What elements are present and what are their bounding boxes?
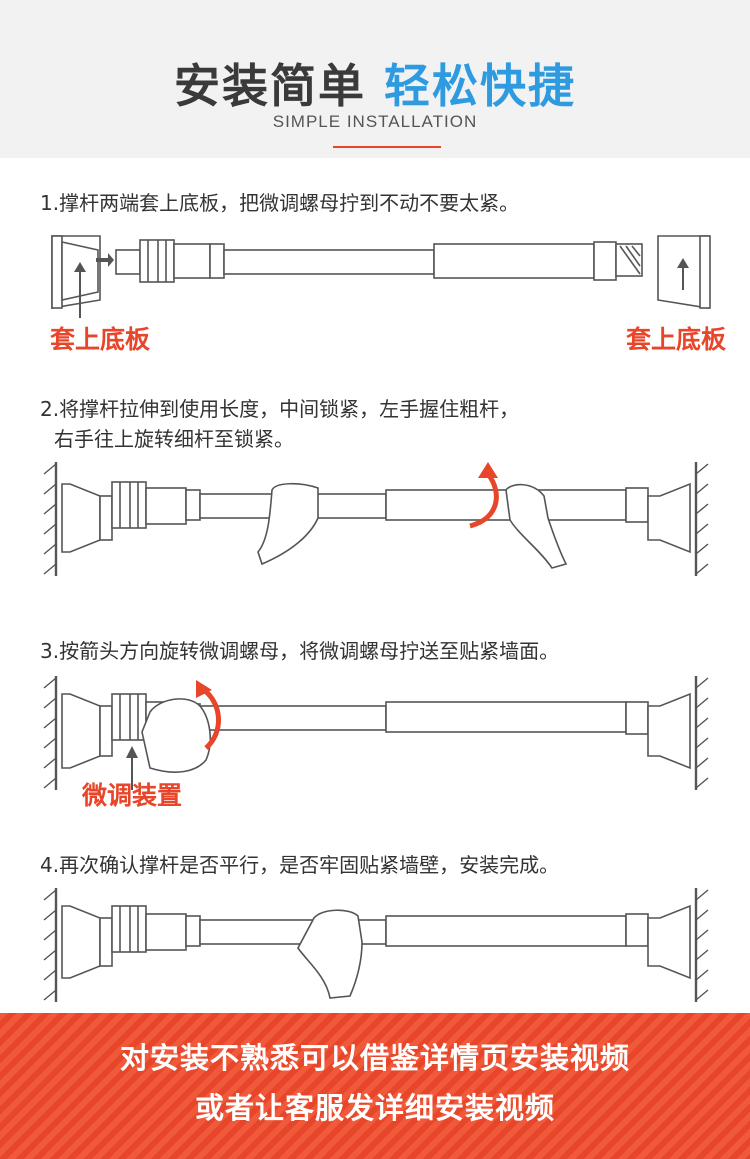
step-3-text: 3.按箭头方向旋转微调螺母，将微调螺母拧送至贴紧墙面。 xyxy=(40,636,559,666)
step-2-illustration xyxy=(43,462,709,576)
footer-line2: 或者让客服发详细安装视频 xyxy=(194,1091,555,1125)
right-base-plate xyxy=(647,904,691,980)
step-3-illustration xyxy=(43,676,709,790)
step-4-text: 4.再次确认撑杆是否平行，是否牢固贴紧墙壁，安装完成。 xyxy=(40,850,559,880)
page-title: 安装简单轻松快捷 xyxy=(0,50,750,116)
step-2-line1: 2.将撑杆拉伸到使用长度，中间锁紧，左手握住粗杆， xyxy=(40,397,520,421)
label-base-left: 套上底板 xyxy=(50,325,151,354)
fine-tune-nut xyxy=(139,239,175,283)
step-2-line2: 右手往上旋转细杆至锁紧。 xyxy=(54,427,294,451)
page-subtitle: SIMPLE INSTALLATION xyxy=(272,112,478,131)
hand-icon xyxy=(141,698,212,773)
fine-tune-nut xyxy=(111,481,147,529)
step-1-line1: 1.撑杆两端套上底板，把微调螺母拧到不动不要太紧。 xyxy=(40,191,520,215)
label-base-right: 套上底板 xyxy=(626,325,727,354)
rotate-arrow-icon xyxy=(202,688,221,750)
step-4-line1: 4.再次确认撑杆是否平行，是否牢固贴紧墙壁，安装完成。 xyxy=(40,853,560,877)
step-1-text: 1.撑杆两端套上底板，把微调螺母拧到不动不要太紧。 xyxy=(40,188,519,218)
right-base-plate xyxy=(647,692,691,770)
right-hand-icon xyxy=(505,483,568,569)
header: 安装简单轻松快捷 SIMPLE INSTALLATION xyxy=(0,0,750,158)
left-base-plate xyxy=(51,235,63,309)
step-3-line1: 3.按箭头方向旋转微调螺母，将微调螺母拧送至贴紧墙面。 xyxy=(40,639,560,663)
thick-rod xyxy=(223,249,435,275)
step-4-illustration xyxy=(43,888,709,1002)
title-part2: 轻松快捷 xyxy=(384,59,576,113)
thin-rod xyxy=(433,243,595,279)
rotate-arrow-icon xyxy=(469,472,499,529)
hand-icon xyxy=(297,909,363,999)
left-hand-icon xyxy=(257,482,319,566)
footer-line1: 对安装不熟悉可以借鉴详情页安装视频 xyxy=(119,1041,630,1075)
label-fine-tune: 微调装置 xyxy=(82,781,183,810)
thin-rod xyxy=(385,915,627,947)
title-underline xyxy=(333,146,441,148)
fine-tune-nut xyxy=(111,693,147,741)
right-base-plate xyxy=(647,482,691,554)
footer-banner: 对安装不熟悉可以借鉴详情页安装视频 或者让客服发详细安装视频 xyxy=(0,1013,750,1159)
fine-tune-nut xyxy=(111,905,147,953)
left-base-plate xyxy=(61,483,101,553)
step-1-illustration xyxy=(51,235,711,318)
left-base-plate xyxy=(61,693,101,769)
left-base-plate xyxy=(61,905,101,979)
title-part1: 安装简单 xyxy=(174,59,366,113)
thick-rod xyxy=(199,705,387,731)
step-2-text: 2.将撑杆拉伸到使用长度，中间锁紧，左手握住粗杆， 右手往上旋转细杆至锁紧。 xyxy=(40,394,519,454)
thin-rod xyxy=(385,701,627,733)
